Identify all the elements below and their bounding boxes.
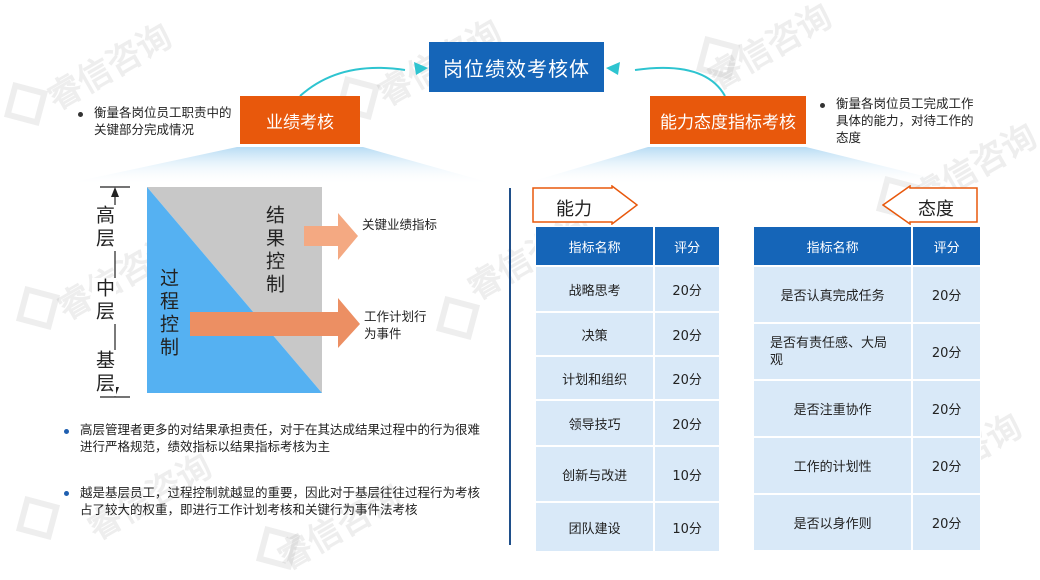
attitude-tag: 态度 (918, 199, 954, 220)
arrow-right-icon (532, 185, 639, 225)
process-control-label: 过程控制 (157, 268, 179, 360)
arrow2-label: 工作计划行为事件 (364, 309, 427, 341)
attitude-score: 20分 (912, 323, 981, 380)
ability-score: 10分 (654, 446, 720, 502)
attitude-indicator: 是否有责任感、大局观 (753, 323, 913, 380)
table-row: 领导技巧 20分 (535, 400, 720, 446)
ability-note: 衡量各岗位员工完成工作具体的能力，对待工作的态度 (836, 96, 974, 145)
ability-score: 20分 (654, 312, 720, 356)
process-triangle (147, 187, 322, 393)
ability-score: 10分 (654, 502, 720, 552)
top-title-box: 岗位绩效考核体 (429, 42, 604, 92)
ability-indicator: 创新与改进 (535, 446, 655, 502)
arrow-right-icon (190, 298, 360, 348)
table-row: 是否注重协作 20分 (753, 380, 981, 437)
table-row: 是否以身作则 20分 (753, 494, 981, 551)
result-control-label: 结果控制 (263, 205, 285, 297)
arrowhead-icon (414, 62, 428, 75)
attitude-header-score: 评分 (912, 226, 981, 266)
table-row: 计划和组织 20分 (535, 356, 720, 400)
connector-arc-right (634, 66, 726, 97)
ability-indicator: 战略思考 (535, 266, 655, 312)
ability-indicator: 领导技巧 (535, 400, 655, 446)
control-diagram (147, 187, 322, 393)
arrow-left-icon (882, 185, 978, 225)
table-row: 工作的计划性 20分 (753, 437, 981, 494)
ability-table: 指标名称 评分 战略思考 20分 决策 20分 计划和组织 20分 领导技巧 2… (535, 226, 720, 552)
perf-box: 业绩考核 (240, 96, 360, 144)
attitude-score: 20分 (912, 266, 981, 323)
ability-indicator: 计划和组织 (535, 356, 655, 400)
arrowhead-icon (606, 62, 620, 75)
table-row: 是否认真完成任务 20分 (753, 266, 981, 323)
level-base: 基层 (92, 350, 116, 396)
attitude-tag-arrow (882, 185, 978, 225)
bullet-dot-icon (820, 103, 825, 108)
ability-tag-arrow (532, 185, 639, 225)
arrow-right-icon (304, 213, 358, 260)
ability-score: 20分 (654, 356, 720, 400)
ability-box: 能力态度指标考核 (650, 96, 806, 144)
ability-tag: 能力 (556, 199, 592, 220)
table-row: 是否有责任感、大局观 20分 (753, 323, 981, 380)
ability-header-name: 指标名称 (535, 226, 655, 266)
bullet-dot-icon (64, 491, 69, 496)
ability-header-score: 评分 (654, 226, 720, 266)
level-mid: 中层 (92, 278, 116, 324)
bottom-bullet-2: 越是基层员工，过程控制就越显的重要，因此对于基层往往过程行为考核占了较大的权重，… (80, 485, 481, 517)
table-row: 战略思考 20分 (535, 266, 720, 312)
attitude-indicator: 是否认真完成任务 (753, 266, 913, 323)
arrow1-label: 关键业绩指标 (362, 217, 438, 232)
ability-indicator: 团队建设 (535, 502, 655, 552)
connector-arc-left (299, 66, 406, 97)
ability-score: 20分 (654, 400, 720, 446)
bullet-dot-icon (78, 112, 83, 117)
ability-indicator: 决策 (535, 312, 655, 356)
ability-glow (520, 147, 960, 185)
level-high: 高层 (92, 205, 116, 251)
attitude-header-name: 指标名称 (753, 226, 913, 266)
perf-note: 衡量各岗位员工职责中的关键部分完成情况 (94, 105, 232, 137)
attitude-indicator: 是否注重协作 (753, 380, 913, 437)
attitude-indicator: 工作的计划性 (753, 437, 913, 494)
table-row: 决策 20分 (535, 312, 720, 356)
attitude-indicator: 是否以身作则 (753, 494, 913, 551)
perf-glow (60, 147, 498, 185)
attitude-score: 20分 (912, 380, 981, 437)
arrow-graphics (190, 213, 360, 348)
table-row: 创新与改进 10分 (535, 446, 720, 502)
table-row: 团队建设 10分 (535, 502, 720, 552)
bullet-dot-icon (64, 429, 69, 434)
arrow-up-icon (111, 187, 119, 197)
attitude-score: 20分 (912, 437, 981, 494)
attitude-score: 20分 (912, 494, 981, 551)
attitude-table: 指标名称 评分 是否认真完成任务 20分 是否有责任感、大局观 20分 是否注重… (753, 226, 981, 551)
bottom-bullet-1: 高层管理者更多的对结果承担责任，对于在其达成结果过程中的行为很难进行严格规范，绩… (80, 422, 481, 454)
ability-score: 20分 (654, 266, 720, 312)
